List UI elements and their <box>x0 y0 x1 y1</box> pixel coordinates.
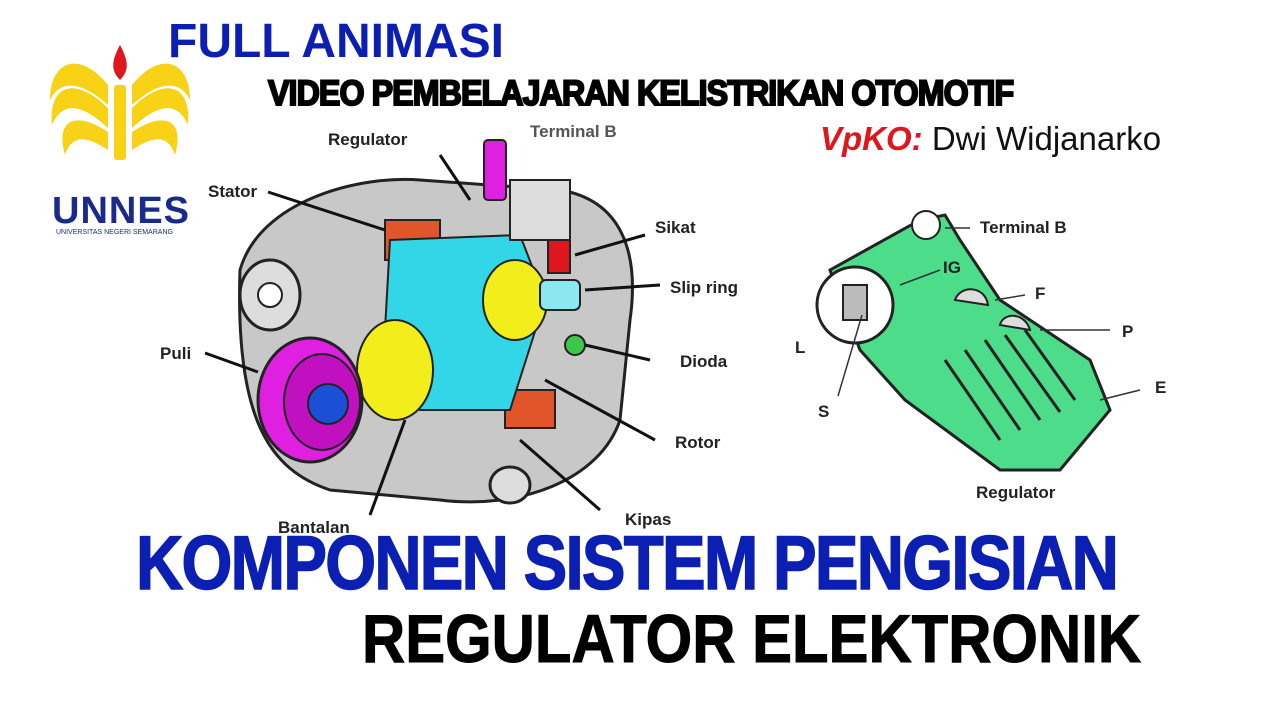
top-title: FULL ANIMASI <box>168 15 504 68</box>
label-slip-ring: Slip ring <box>670 278 738 297</box>
label-terminal-b-top: Terminal B <box>530 122 617 141</box>
channel-prefix: VpKO <box>820 120 912 157</box>
reg-label-s: S <box>818 402 830 421</box>
reg-label-l: L <box>795 338 806 357</box>
label-stator: Stator <box>208 182 258 201</box>
label-dioda: Dioda <box>680 352 728 371</box>
label-sikat: Sikat <box>655 218 696 237</box>
label-rotor: Rotor <box>675 433 721 452</box>
reg-label-e: E <box>1155 378 1167 397</box>
series-title: VIDEO PEMBELAJARAN KELISTRIKAN OTOMOTIF <box>267 73 1015 114</box>
label-bantalan: Bantalan <box>278 518 350 537</box>
reg-label-p: P <box>1122 322 1134 341</box>
reg-label-regulator: Regulator <box>976 483 1056 502</box>
label-kipas: Kipas <box>625 510 672 529</box>
channel-separator: : <box>911 120 923 157</box>
channel-credit: VpKO: Dwi Widjanarko <box>820 120 1161 158</box>
author-name: Dwi Widjanarko <box>922 120 1162 157</box>
reg-label-terminal-b: Terminal B <box>980 218 1067 237</box>
reg-label-ig: IG <box>943 258 961 277</box>
label-regulator: Regulator <box>328 130 408 149</box>
reg-label-f: F <box>1035 284 1046 303</box>
logo-wordmark: UNNES <box>52 190 191 232</box>
label-puli: Puli <box>160 344 192 363</box>
sub-title: REGULATOR ELEKTRONIK <box>362 601 1142 678</box>
logo-subtitle: UNIVERSITAS NEGERI SEMARANG <box>56 229 173 236</box>
main-title: KOMPONEN SISTEM PENGISIAN <box>135 520 1119 607</box>
